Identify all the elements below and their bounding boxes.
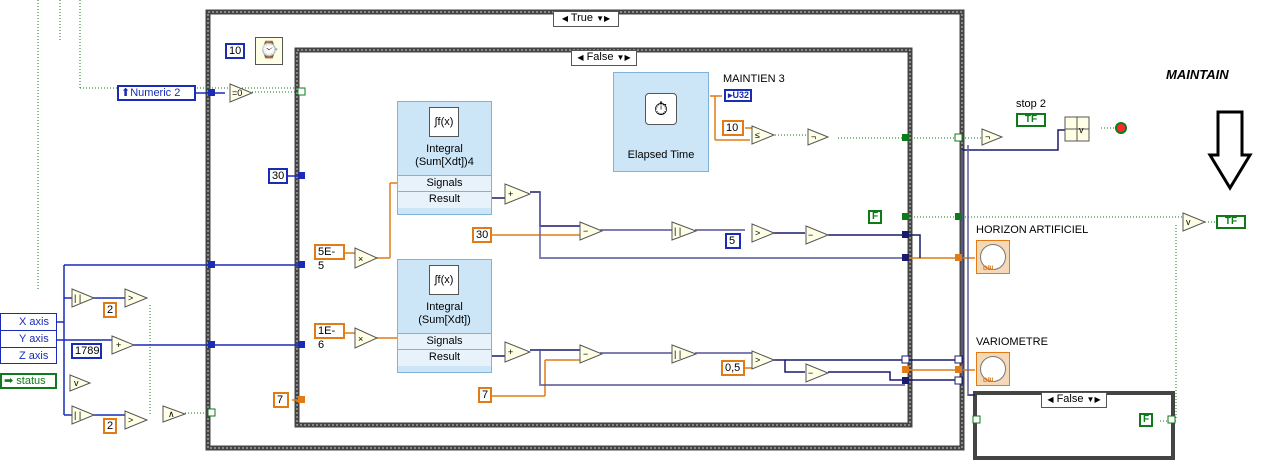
status-label: status (16, 375, 46, 387)
case-selector-small[interactable]: ◀ False ▼▶ (1041, 392, 1107, 408)
integral1-title: Integral (Sum[Xdt])4 (415, 143, 474, 168)
elapsed-time-title: Elapsed Time (627, 149, 695, 161)
arrow-right-icon: ➡ (4, 375, 17, 387)
svg-text:v: v (74, 378, 79, 388)
constant-0-5[interactable]: 0,5 (721, 360, 745, 376)
svg-text:∧: ∧ (168, 409, 175, 419)
svg-text:¬: ¬ (811, 132, 816, 142)
integral-express-vi-1[interactable]: ∫f(x) Integral (Sum[Xdt])4 Signals Resul… (397, 101, 492, 215)
integral2-title: Integral (Sum[Xdt]) (418, 301, 471, 326)
elapsed-time-express-vi[interactable]: ⏱ Elapsed Time (613, 72, 709, 172)
svg-text:−: − (583, 226, 588, 236)
integral2-result-terminal[interactable]: Result (398, 349, 491, 366)
svg-text:−: − (808, 368, 813, 378)
svg-text:≤: ≤ (755, 130, 760, 140)
boolean-false-constant[interactable]: F (868, 210, 882, 224)
maintien3-label: MAINTIEN 3 (723, 73, 785, 85)
cluster-item-x[interactable]: X axis (1, 314, 56, 331)
horizon-artificiel-gauge[interactable]: DBL (976, 240, 1010, 274)
axis-cluster[interactable]: X axis Y axis Z axis (0, 313, 57, 364)
constant-30-left[interactable]: 30 (268, 168, 288, 184)
horizon-artificiel-label: HORIZON ARTIFICIEL (976, 224, 1089, 236)
integral1-result-terminal[interactable]: Result (398, 191, 491, 208)
svg-text:−: − (808, 230, 813, 240)
svg-text:×: × (358, 254, 363, 264)
stop2-control[interactable]: TF (1016, 113, 1046, 127)
integral-express-vi-2[interactable]: ∫f(x) Integral (Sum[Xdt]) Signals Result (397, 259, 492, 373)
gauge-face (980, 244, 1006, 270)
arrow-up-icon: ⬆ (121, 87, 131, 99)
numeric2-label: Numeric 2 (130, 87, 181, 99)
svg-text:+: + (508, 347, 513, 357)
constant-30-mid[interactable]: 30 (472, 227, 492, 243)
integral-icon: ∫f(x) (429, 107, 459, 137)
constant-7-bottom[interactable]: 7 (478, 387, 492, 403)
svg-text:>: > (128, 293, 133, 303)
case-selector-inner-label: False (586, 51, 614, 63)
maintain-label: MAINTAIN (1166, 67, 1229, 82)
svg-text:| |: | | (74, 293, 81, 303)
constant-2-bottom[interactable]: 2 (103, 418, 117, 434)
case-selector-small-label: False (1056, 393, 1084, 405)
svg-text:×: × (358, 334, 363, 344)
variometre-gauge[interactable]: DBL (976, 352, 1010, 386)
svg-text:−: − (583, 349, 588, 359)
svg-text:+: + (508, 189, 513, 199)
gauge-unit: DBL (983, 266, 996, 272)
svg-text:+: + (116, 340, 121, 350)
integral2-signals-terminal[interactable]: Signals (398, 333, 491, 350)
integral-icon: ∫f(x) (429, 265, 459, 295)
u32-label: U32 (732, 90, 750, 100)
integral1-signals-terminal[interactable]: Signals (398, 175, 491, 192)
gauge-face (980, 356, 1006, 382)
cluster-item-z[interactable]: Z axis (19, 350, 49, 362)
stopwatch-icon: ⏱ (645, 93, 677, 125)
output-boolean-indicator[interactable]: TF (1216, 215, 1246, 229)
svg-text:¬: ¬ (985, 132, 990, 142)
svg-text:>: > (755, 228, 760, 238)
status-control[interactable]: ➡ status (0, 373, 57, 389)
case-selector-inner[interactable]: ◀ False ▼▶ (571, 50, 637, 66)
wait-timer-icon[interactable]: ⌚ (255, 37, 283, 65)
svg-text:| |: | | (74, 410, 81, 420)
svg-text:| |: | | (674, 226, 681, 236)
svg-text:v: v (1079, 125, 1084, 135)
u32-indicator[interactable]: ▸U32 (724, 89, 752, 102)
svg-text:=0: =0 (232, 88, 242, 98)
svg-text:v: v (1186, 217, 1191, 227)
constant-5e-5[interactable]: 5E-5 (314, 244, 345, 272)
boolean-false-constant-small[interactable]: F (1139, 413, 1153, 427)
constant-7-left[interactable]: 7 (273, 392, 289, 408)
case-selector-outer-label: True (570, 12, 594, 24)
gauge-unit: DBL (983, 378, 996, 384)
svg-text:>: > (128, 415, 133, 425)
cluster-item-y[interactable]: Y axis (1, 331, 56, 348)
constant-2-top[interactable]: 2 (103, 302, 117, 318)
constant-10-top[interactable]: 10 (722, 120, 744, 136)
case-selector-outer[interactable]: ◀ True ▼▶ (553, 11, 619, 27)
wait-ms-constant[interactable]: 10 (225, 43, 245, 59)
constant-1e-6[interactable]: 1E-6 (314, 323, 345, 351)
svg-text:| |: | | (674, 349, 681, 359)
svg-text:>: > (755, 355, 760, 365)
tunnels (207, 87, 1176, 424)
stop2-label: stop 2 (1016, 98, 1046, 110)
primitives (69, 83, 1207, 430)
constant-1789[interactable]: 1789 (71, 343, 102, 359)
down-arrow-icon (1207, 110, 1253, 191)
constant-5[interactable]: 5 (725, 233, 741, 249)
variometre-label: VARIOMETRE (976, 336, 1048, 348)
u32-arrow-icon: ▸ (728, 90, 733, 100)
numeric2-control[interactable]: ⬆Numeric 2 (117, 85, 196, 101)
